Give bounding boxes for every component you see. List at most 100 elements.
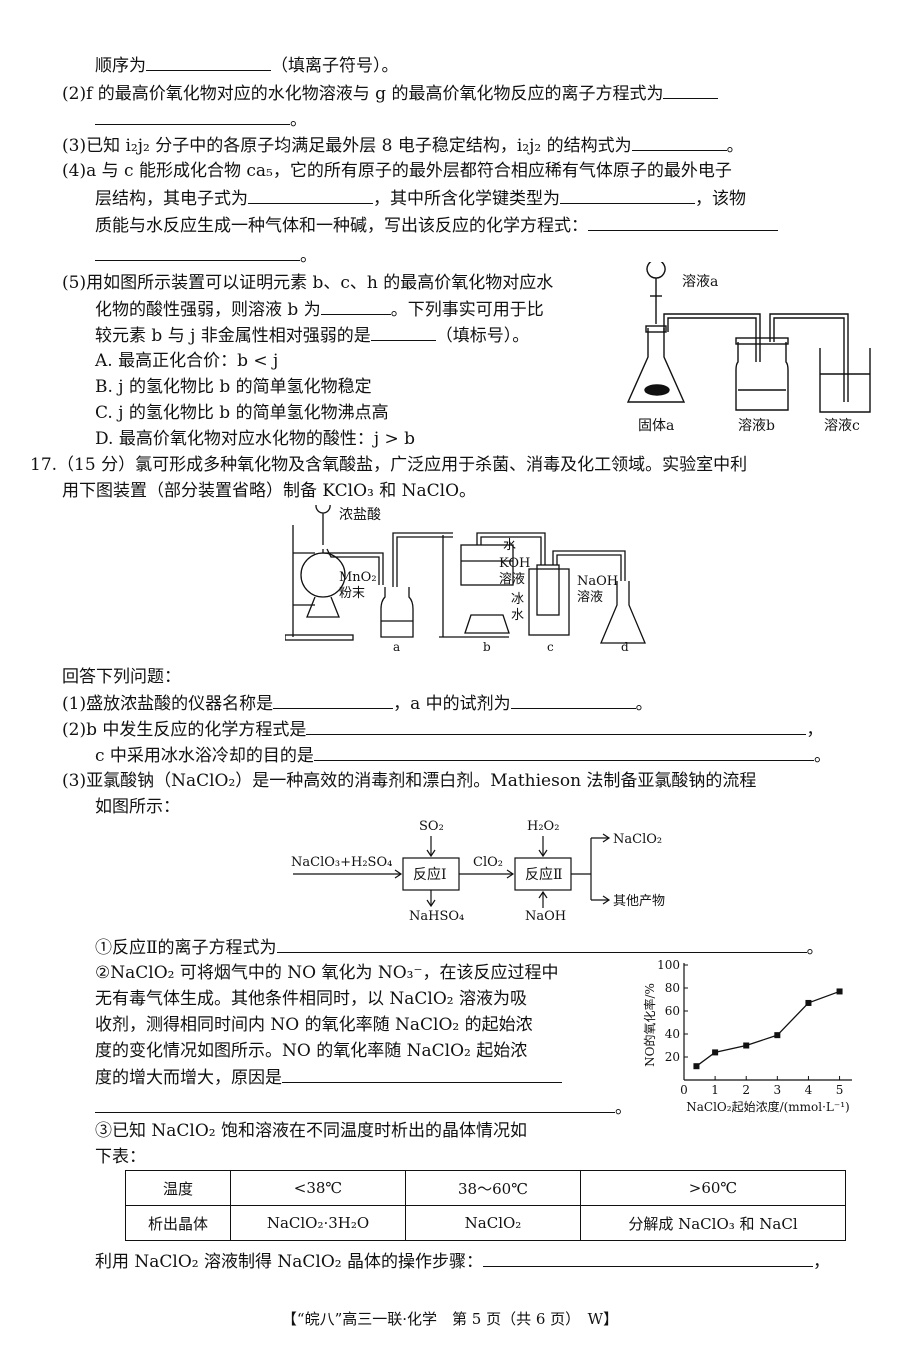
reaction-1-box: 反应Ⅰ [413, 866, 447, 883]
y-tick-label: 80 [665, 981, 680, 995]
answer-blank[interactable] [95, 242, 300, 261]
q16-part2: (2)f 的最高价氧化物对应的水化物溶液与 g 的最高价氧化物反应的离子方程式为 [62, 80, 719, 107]
table-cell: 分解成 NaClO₃ 和 NaCl [580, 1205, 846, 1241]
water-label: 水 [503, 538, 516, 553]
q16-part4-line4: 。 [95, 242, 317, 269]
answer-blank[interactable] [306, 716, 807, 735]
q17-part3-line2: 如图所示： [95, 797, 180, 817]
vessel-c-label: c [547, 640, 554, 654]
answer-blank[interactable] [631, 132, 727, 151]
table-header: 38～60℃ [405, 1170, 581, 1206]
y-tick-label: 20 [665, 1050, 680, 1064]
answer-prompt: 回答下列问题： [62, 667, 181, 687]
y-tick-label: 60 [665, 1004, 680, 1018]
q17-part3: (3)亚氯酸钠（NaClO₂）是一种高效的消毒剂和漂白剂。Mathieson 法… [62, 771, 757, 791]
answer-blank[interactable] [313, 742, 814, 761]
flow-naclo2: NaClO₂ [613, 832, 662, 847]
flow-input: NaClO₃+H₂SO₄ [291, 855, 392, 870]
q17-part3-3: ③已知 NaClO₂ 饱和溶液在不同温度时析出的晶体情况如 [95, 1121, 528, 1141]
y-tick-label: 100 [657, 958, 680, 972]
answer-blank[interactable] [370, 322, 436, 341]
q16-part5-line3: 较元素 b 与 j 非金属性相对强弱的是（填标号）。 [95, 322, 529, 349]
answer-blank[interactable] [146, 52, 271, 71]
flow-naoh: NaOH [525, 909, 566, 922]
koh-label: KOH [499, 556, 530, 571]
series-line [696, 990, 840, 1067]
answer-blank[interactable] [560, 185, 695, 204]
q17-part3-1: ①反应Ⅱ的离子方程式为。 [95, 934, 824, 961]
data-point [712, 1049, 719, 1056]
q16-line-order: 顺序为（填离子符号）。 [95, 52, 399, 79]
chart-y-label: NO的氧化率/% [642, 983, 657, 1067]
q17-part3-2-line3: 收剂，测得相同时间内 NO 的氧化率随 NaClO₂ 的起始浓 [95, 1015, 533, 1035]
option-c: C. j 的氢化物比 b 的简单氢化物沸点高 [95, 403, 389, 423]
solution-a-label: 溶液a [682, 274, 718, 290]
x-tick-label: 5 [836, 1083, 844, 1097]
flow-nahso4: NaHSO₄ [409, 909, 464, 922]
data-point [836, 988, 843, 995]
answer-blank[interactable] [273, 690, 394, 709]
answer-blank[interactable] [588, 212, 778, 231]
x-tick-label: 0 [680, 1083, 688, 1097]
flow-h2o2: H₂O₂ [527, 819, 559, 834]
option-d: D. 最高价氧化物对应水化物的酸性：j > b [95, 429, 416, 449]
table-cell: NaClO₂·3H₂O [230, 1205, 406, 1241]
vessel-a-label: a [393, 640, 400, 654]
q16-part2-cont: 。 [95, 106, 307, 133]
x-tick-label: 3 [774, 1083, 782, 1097]
conc-hcl-label: 浓盐酸 [339, 507, 381, 523]
data-point [774, 1032, 781, 1039]
table-row: 析出晶体 NaClO₂·3H₂O NaClO₂ 分解成 NaClO₃ 和 NaC… [125, 1205, 846, 1241]
answer-blank[interactable] [483, 1248, 814, 1267]
q17-part3-2-line6: 。 [95, 1094, 632, 1121]
q17-part3-2-line5: 度的增大而增大，原因是 [95, 1064, 562, 1091]
q17-stem-line2: 用下图装置（部分装置省略）制备 KClO₃ 和 NaClO。 [62, 481, 477, 501]
q16-part5-line2: 化物的酸性强弱，则溶液 b 为。下列事实可用于比 [95, 296, 544, 323]
flow-clo2: ClO₂ [473, 855, 503, 870]
q16-part4-line3: 质能与水反应生成一种气体和一种碱，写出该反应的化学方程式： [95, 212, 778, 239]
acid-strength-apparatus: 溶液a 固体a 溶液b 溶液c [626, 262, 871, 434]
table-header: >60℃ [580, 1170, 846, 1206]
solid-a-label: 固体a [638, 418, 674, 434]
q17-part2-line2: c 中采用冰水浴冷却的目的是。 [95, 742, 831, 769]
x-tick-label: 2 [742, 1083, 750, 1097]
answer-blank[interactable] [276, 934, 807, 953]
reaction-2-box: 反应Ⅱ [525, 866, 563, 883]
chlorine-apparatus: 浓盐酸 MnO₂ 粉末 水 KOH 溶液 冰 水 NaOH 溶液 a b c d [285, 505, 646, 654]
option-a: A. 最高正化合价：b < j [95, 351, 279, 371]
answer-blank[interactable] [320, 296, 391, 315]
powder-label: 粉末 [339, 586, 365, 601]
y-tick-label: 40 [665, 1027, 680, 1041]
flow-so2: SO₂ [419, 819, 444, 834]
q16-part4: (4)a 与 c 能形成化合物 ca₅，它的所有原子的最外层都符合相应稀有气体原… [62, 161, 732, 181]
table-row: 温度 <38℃ 38～60℃ >60℃ [125, 1170, 846, 1206]
mno2-label: MnO₂ [339, 570, 377, 585]
koh-solution-label: 溶液 [499, 572, 525, 587]
naoh-solution-label: 溶液 [577, 590, 603, 605]
ice-water-label: 水 [511, 608, 524, 623]
option-b: B. j 的氢化物比 b 的简单氢化物稳定 [95, 377, 372, 397]
chart-x-label: NaClO₂起始浓度/(mmol·L⁻¹) [686, 1099, 849, 1114]
q17-part2: (2)b 中发生反应的化学方程式是， [62, 716, 823, 743]
crystal-table: 温度 <38℃ 38～60℃ >60℃ 析出晶体 NaClO₂·3H₂O NaC… [125, 1170, 846, 1241]
answer-blank[interactable] [95, 106, 290, 125]
q17-part3-2-line4: 度的变化情况如图所示。NO 的氧化率随 NaClO₂ 起始浓 [95, 1041, 528, 1061]
answer-blank[interactable] [248, 185, 373, 204]
table-cell: NaClO₂ [405, 1205, 581, 1241]
answer-blank[interactable] [663, 80, 719, 99]
data-point [805, 999, 812, 1006]
flow-other-products: 其他产物 [613, 894, 665, 909]
solution-b-label: 溶液b [738, 418, 775, 434]
data-point [693, 1063, 700, 1070]
answer-blank[interactable] [510, 690, 636, 709]
q17-part3-3-line2: 下表： [95, 1147, 146, 1167]
q17-part3-3-line3: 利用 NaClO₂ 溶液制得 NaClO₂ 晶体的操作步骤：， [95, 1248, 830, 1275]
solution-c-label: 溶液c [824, 418, 860, 434]
vessel-d-label: d [621, 640, 629, 654]
page-footer: 【“皖八”高三一联·化学 第 5 页（共 6 页） W】 [281, 1310, 619, 1328]
mathieson-flow-diagram: NaClO₃+H₂SO₄ SO₂ NaHSO₄ 反应Ⅰ ClO₂ H₂O₂ Na… [291, 819, 665, 922]
q16-part4-line2: 层结构，其电子式为，其中所含化学键类型为，该物 [95, 185, 746, 212]
answer-blank[interactable] [95, 1094, 615, 1113]
answer-blank[interactable] [282, 1064, 562, 1083]
